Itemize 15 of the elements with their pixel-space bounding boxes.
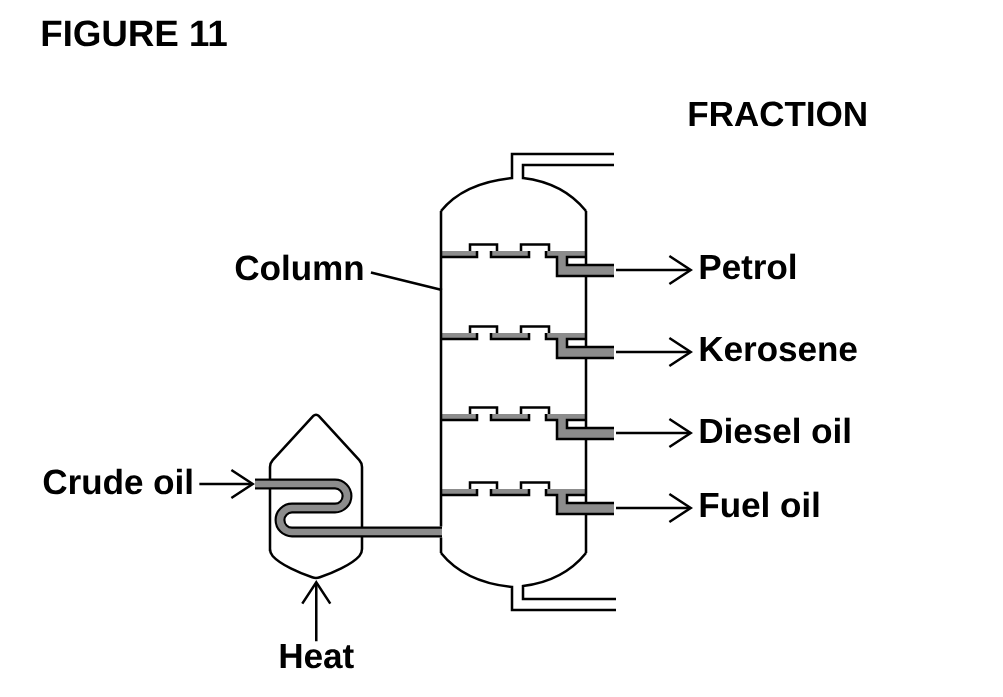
arrow [301,580,332,642]
fraction-label: Fuel oil [700,491,819,518]
column-heading: FRACTION [689,101,866,127]
leader-line [370,271,443,292]
arrow [616,254,693,286]
input-label: Heat [280,643,354,669]
fraction-label: Petrol [700,253,796,280]
figure-title: FIGURE 11 [42,20,227,47]
arrow [616,417,693,449]
arrow [616,336,693,368]
arrow [616,492,693,524]
fraction-label: Kerosene [700,336,857,362]
fraction-label: Diesel oil [700,417,850,444]
part-label: Column [235,254,363,281]
input-label: Crude oil [43,468,192,495]
